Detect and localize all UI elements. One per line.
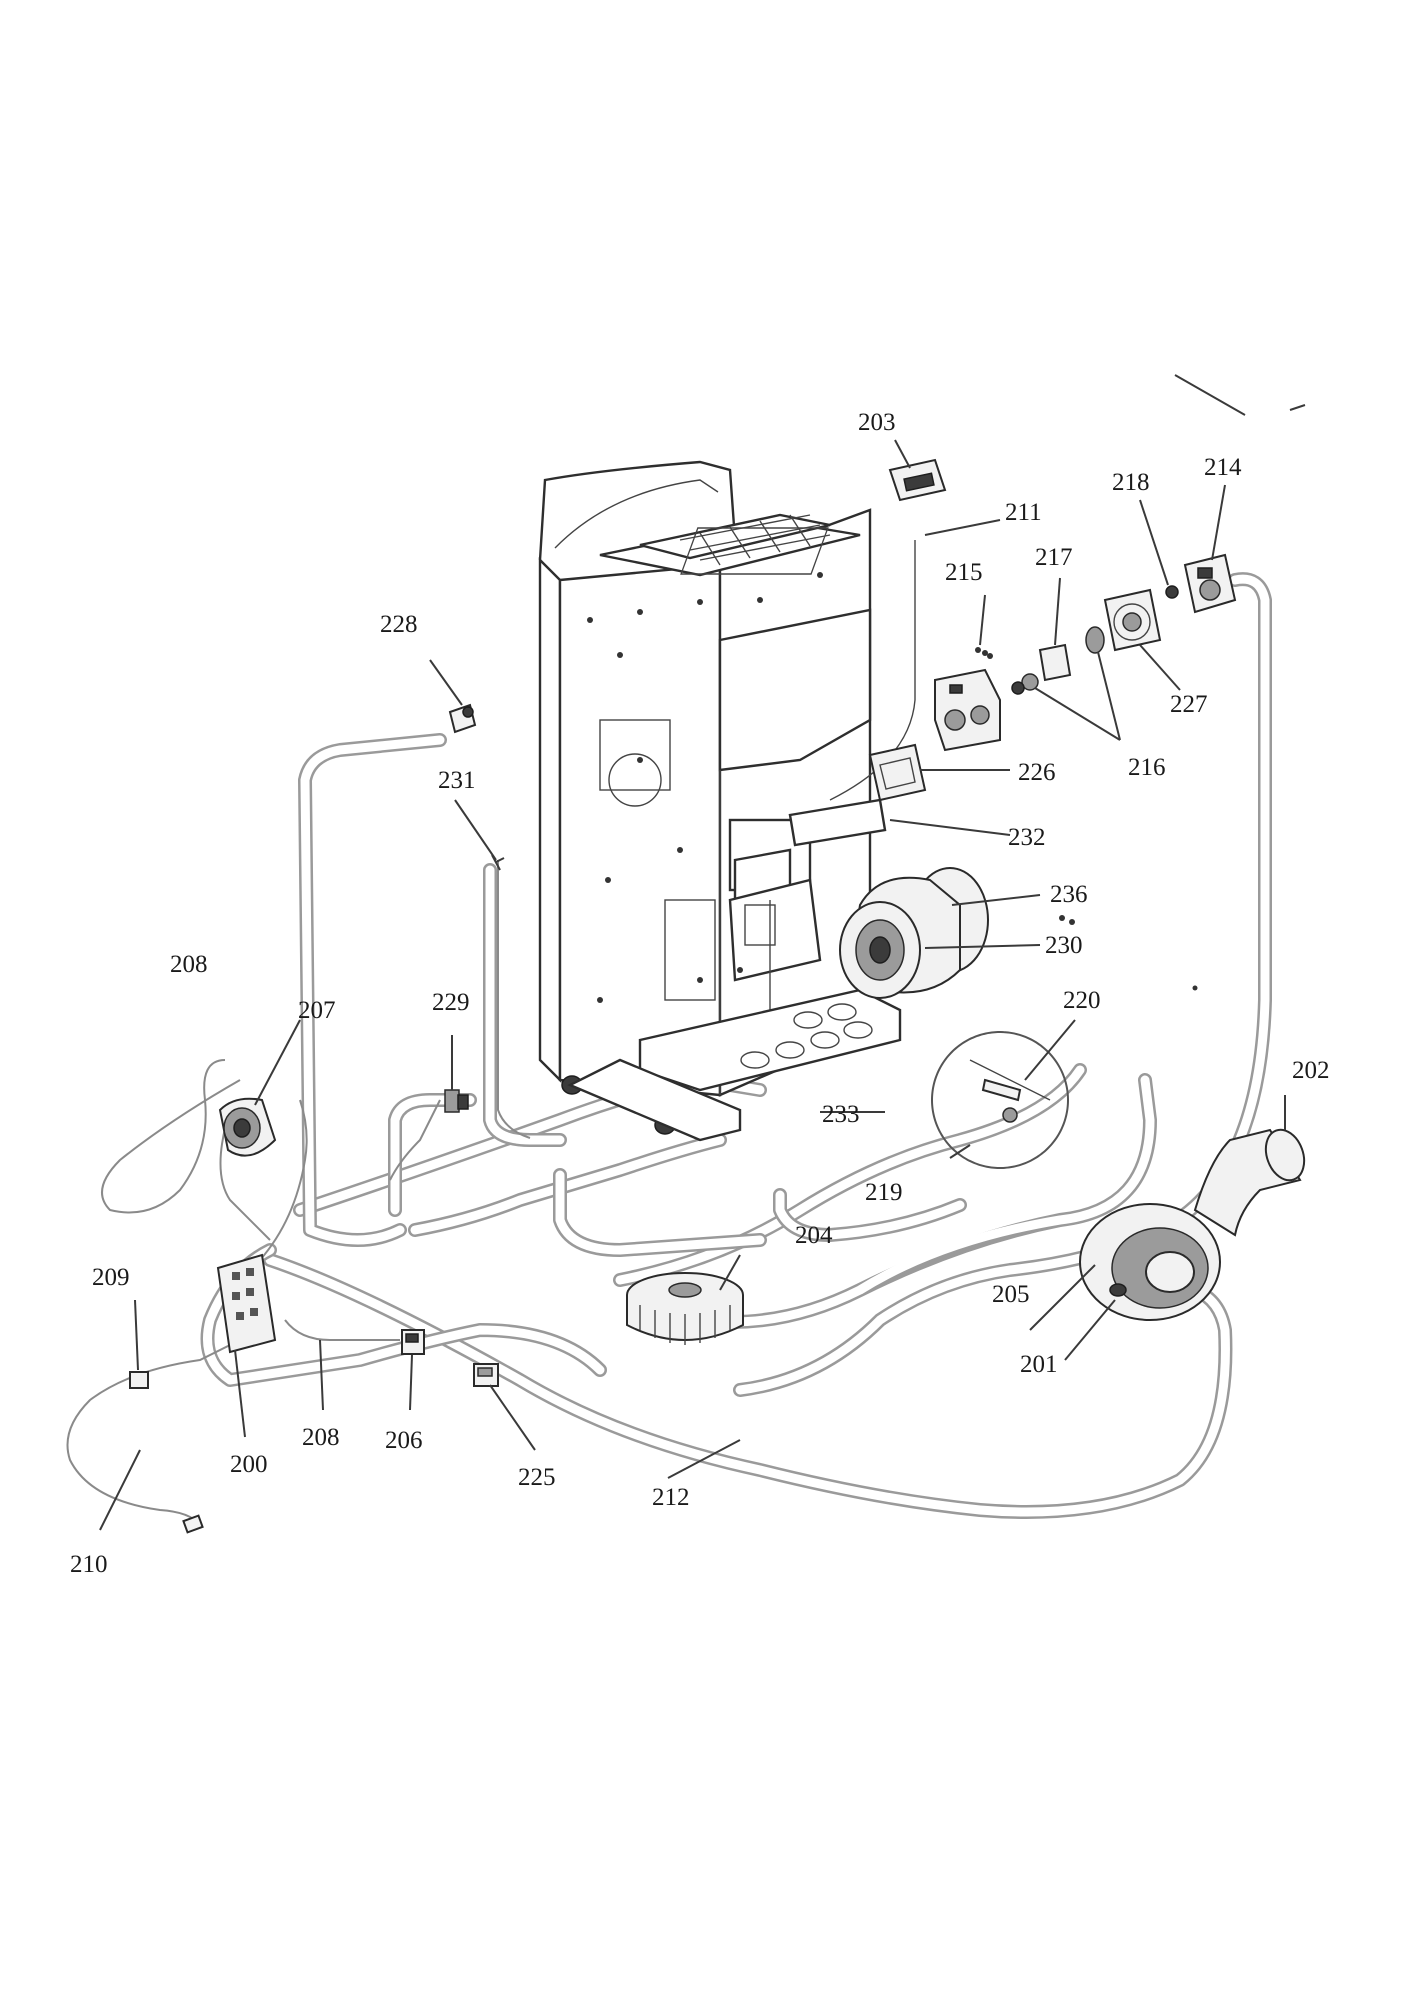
label-236: 236 [1050,881,1088,908]
label-227: 227 [1170,691,1208,718]
label-228: 228 [380,611,418,638]
part-dot [1192,985,1198,991]
label-220: 220 [1063,987,1101,1014]
part-226-gasket [868,743,927,802]
label-225: 225 [518,1464,556,1491]
part-loose-lines [1174,374,1306,416]
label-219: 219 [865,1179,903,1206]
label-201: 201 [1020,1351,1058,1378]
label-202: 202 [1292,1057,1330,1084]
part-227-flange [1103,588,1162,652]
label-209: 209 [92,1264,130,1291]
boiler-frame [538,460,902,1142]
part-206-switch [401,1329,425,1355]
label-229: 229 [432,989,470,1016]
part-229-clip [444,1089,469,1113]
label-226: 226 [1018,759,1056,786]
label-215: 215 [945,559,983,586]
label-203: 203 [858,409,896,436]
label-216: 216 [1128,754,1166,781]
label-231: 231 [438,767,476,794]
part-202-elbow [1193,1128,1306,1237]
label-205: 205 [992,1281,1030,1308]
part-204-blower-wheel [626,1272,744,1345]
part-230-fan-assembly [839,867,1075,999]
leader-lines [99,439,1286,1531]
label-208-lower: 208 [302,1424,340,1451]
part-217-coupling [1011,643,1072,695]
part-207-fan [218,1097,277,1157]
label-207: 207 [298,997,336,1024]
label-200: 200 [230,1451,268,1478]
part-215-motor-bracket [934,647,1001,752]
part-225-relay [473,1363,499,1387]
part-214-gear-motor [1183,553,1237,614]
label-218: 218 [1112,469,1150,496]
label-233: 233 [822,1101,860,1128]
callout-labels: 203 211 218 214 215 217 227 228 231 226 … [70,409,1330,1578]
part-203-plate [888,458,947,502]
label-206: 206 [385,1427,423,1454]
label-214: 214 [1204,454,1242,481]
label-208-upper: 208 [170,951,208,978]
part-201-combustion-fan [1079,1203,1221,1321]
label-232: 232 [1008,824,1046,851]
part-210-plug [182,1514,204,1534]
label-211: 211 [1005,499,1042,526]
part-216-ring [1085,626,1105,654]
part-200-control-board [216,1253,277,1354]
label-212: 212 [652,1484,690,1511]
label-204: 204 [795,1222,833,1249]
part-220-igniter-detail [931,1031,1069,1169]
part-228-sensor [448,703,477,734]
label-217: 217 [1035,544,1073,571]
wiring [66,860,531,1526]
label-230: 230 [1045,932,1083,959]
label-210: 210 [70,1551,108,1578]
part-209-connector [129,1371,149,1389]
part-218-nut [1165,585,1179,599]
